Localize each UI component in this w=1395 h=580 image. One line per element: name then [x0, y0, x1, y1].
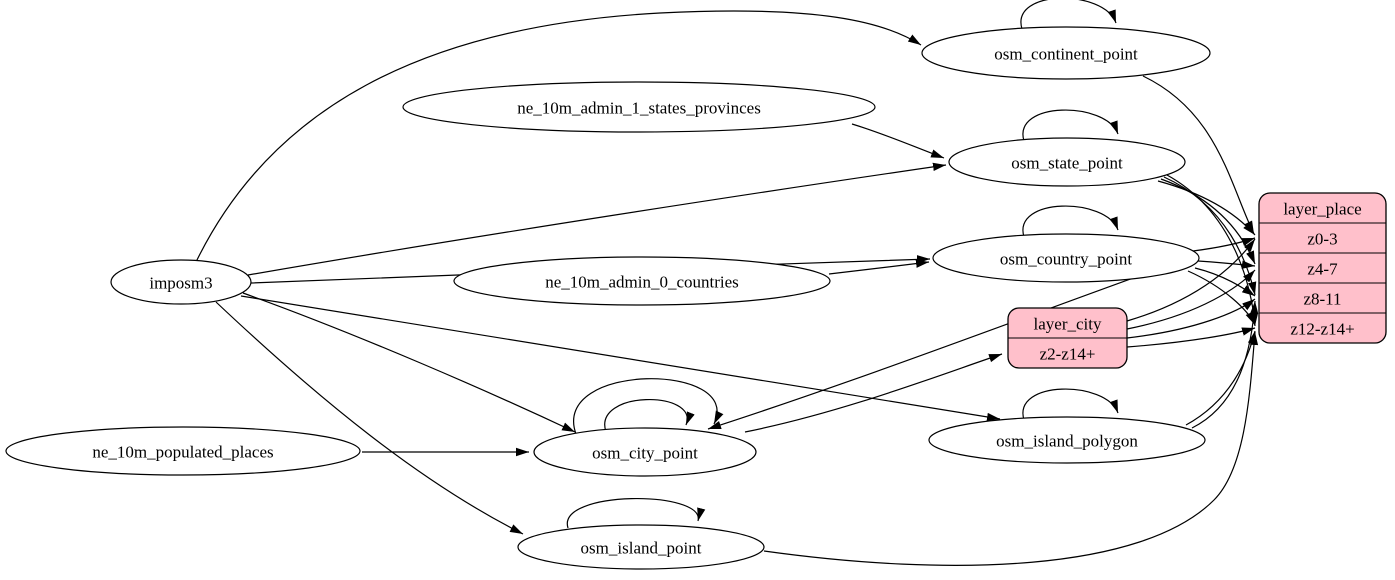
edge-osm_country_point-to-layer_place-z12-z14+	[1187, 270, 1256, 326]
osm_city_point-shape	[533, 427, 757, 477]
edges-layer	[195, 0, 1259, 566]
edge-osm_island_polygon-to-osm_island_polygon	[1022, 388, 1119, 421]
edge-imposm3-to-osm_continent_point	[195, 10, 922, 263]
osm_continent_point-shape	[921, 26, 1211, 80]
edge-osm_island_point-to-osm_island_point	[567, 497, 706, 529]
osm_continent_point-label: osm_continent_point	[994, 45, 1138, 64]
edge-osm_country_point-to-layer_place-z4-7	[1197, 260, 1256, 269]
node-ne_10m_admin_1_states_provinces: ne_10m_admin_1_states_provinces	[402, 81, 876, 133]
imposm3-shape	[110, 259, 252, 305]
osm_country_point-shape	[932, 233, 1200, 283]
edge-imposm3-to-osm_island_polygon	[240, 295, 1001, 422]
layer_city-row-label: z2-z14+	[1040, 345, 1096, 364]
node-layer_city: layer_city z2-z14+	[1007, 307, 1128, 369]
edge-osm_city_point-to-osm_city_point-outer	[573, 378, 724, 435]
node-layer_place: layer_place z0-3 z4-7 z8-11 z12-z14+	[1258, 192, 1387, 344]
edge-osm_state_point-to-layer_place-z0-3	[1157, 180, 1256, 236]
node-osm_island_polygon: osm_island_polygon	[928, 416, 1206, 464]
edge-osm_continent_point-to-osm_continent_point	[1020, 0, 1117, 30]
edge-osm_continent_point-to-layer_place-z0-3	[1142, 75, 1255, 235]
ne_10m_populated_places-label: ne_10m_populated_places	[92, 443, 273, 462]
edge-imposm3-to-osm_city_point	[242, 292, 576, 433]
node-imposm3: imposm3	[110, 259, 252, 305]
layer_place-row-label: z12-z14+	[1290, 320, 1354, 339]
edge-osm_country_point-to-osm_city_point	[707, 271, 1151, 430]
osm_state_point-label: osm_state_point	[1011, 154, 1123, 173]
node-ne_10m_populated_places: ne_10m_populated_places	[5, 426, 361, 476]
edge-layer_city-to-layer_place-z8-11	[1126, 298, 1256, 339]
edge-ne_10m_admin_1_states_provinces-to-osm_state_point	[851, 123, 945, 159]
edge-osm_city_point-to-layer_city-z2-z14+	[744, 353, 1003, 433]
edge-layer_city-to-layer_place-z4-7	[1126, 269, 1256, 330]
osm_state_point-shape	[948, 137, 1186, 187]
edge-osm_country_point-to-layer_place-z8-11	[1194, 267, 1256, 297]
edge-layer_city-to-layer_place-z12-z14+	[1126, 327, 1256, 348]
edge-osm_state_point-to-layer_place-z4-7	[1160, 178, 1256, 265]
osm_city_point-label: osm_city_point	[592, 444, 698, 463]
osm_island_point-shape	[517, 524, 765, 570]
node-osm_country_point: osm_country_point	[932, 233, 1200, 283]
edge-osm_country_point-to-osm_country_point	[1022, 205, 1119, 238]
node-osm_state_point: osm_state_point	[948, 137, 1186, 187]
edge-osm_island_polygon-to-layer_place-z8-11	[1191, 300, 1259, 429]
edge-ne_10m_admin_0_countries-to-osm_country_point	[828, 259, 930, 275]
edge-layer_city-to-layer_place-z0-3	[1126, 238, 1256, 322]
node-osm_city_point: osm_city_point	[533, 427, 757, 477]
edge-imposm3-to-osm_state_point	[247, 162, 947, 276]
layer_place-row-label: z0-3	[1307, 230, 1337, 249]
node-osm_continent_point: osm_continent_point	[921, 26, 1211, 80]
imposm3-label: imposm3	[149, 274, 212, 293]
osm_island_polygon-shape	[928, 416, 1206, 464]
ne_10m_admin_0_countries-label: ne_10m_admin_0_countries	[545, 273, 739, 292]
layer_city-title: layer_city	[1034, 315, 1102, 334]
edge-osm_city_point-to-osm_city_point-inner	[604, 399, 695, 433]
osm_island_point-label: osm_island_point	[581, 539, 702, 558]
node-ne_10m_admin_0_countries: ne_10m_admin_0_countries	[453, 256, 831, 306]
edge-osm_island_polygon-to-layer_place-z12-z14+	[1185, 330, 1257, 426]
layer_place-title: layer_place	[1283, 200, 1361, 219]
edge-osm_state_point-to-osm_state_point	[1022, 109, 1119, 142]
ne_10m_populated_places-shape	[5, 426, 361, 476]
ne_10m_admin_0_countries-shape	[453, 256, 831, 306]
edge-osm_state_point-to-layer_place-z8-11	[1163, 176, 1257, 296]
edge-osm_island_point-to-layer_place-z12-z14+	[763, 331, 1259, 566]
ne_10m_admin_1_states_provinces-label: ne_10m_admin_1_states_provinces	[517, 99, 761, 118]
layer_place-shape	[1258, 192, 1387, 344]
osm_island_polygon-label: osm_island_polygon	[996, 432, 1138, 451]
edge-imposm3-to-osm_island_point	[215, 301, 524, 535]
node-osm_island_point: osm_island_point	[517, 524, 765, 570]
layer_place-row-label: z4-7	[1307, 260, 1338, 279]
nodes-layer: imposm3 ne_10m_admin_1_states_provincesne…	[5, 26, 1387, 570]
layer_place-row-label: z8-11	[1303, 290, 1341, 309]
osm_country_point-label: osm_country_point	[1000, 250, 1132, 269]
ne_10m_admin_1_states_provinces-shape	[402, 81, 876, 133]
